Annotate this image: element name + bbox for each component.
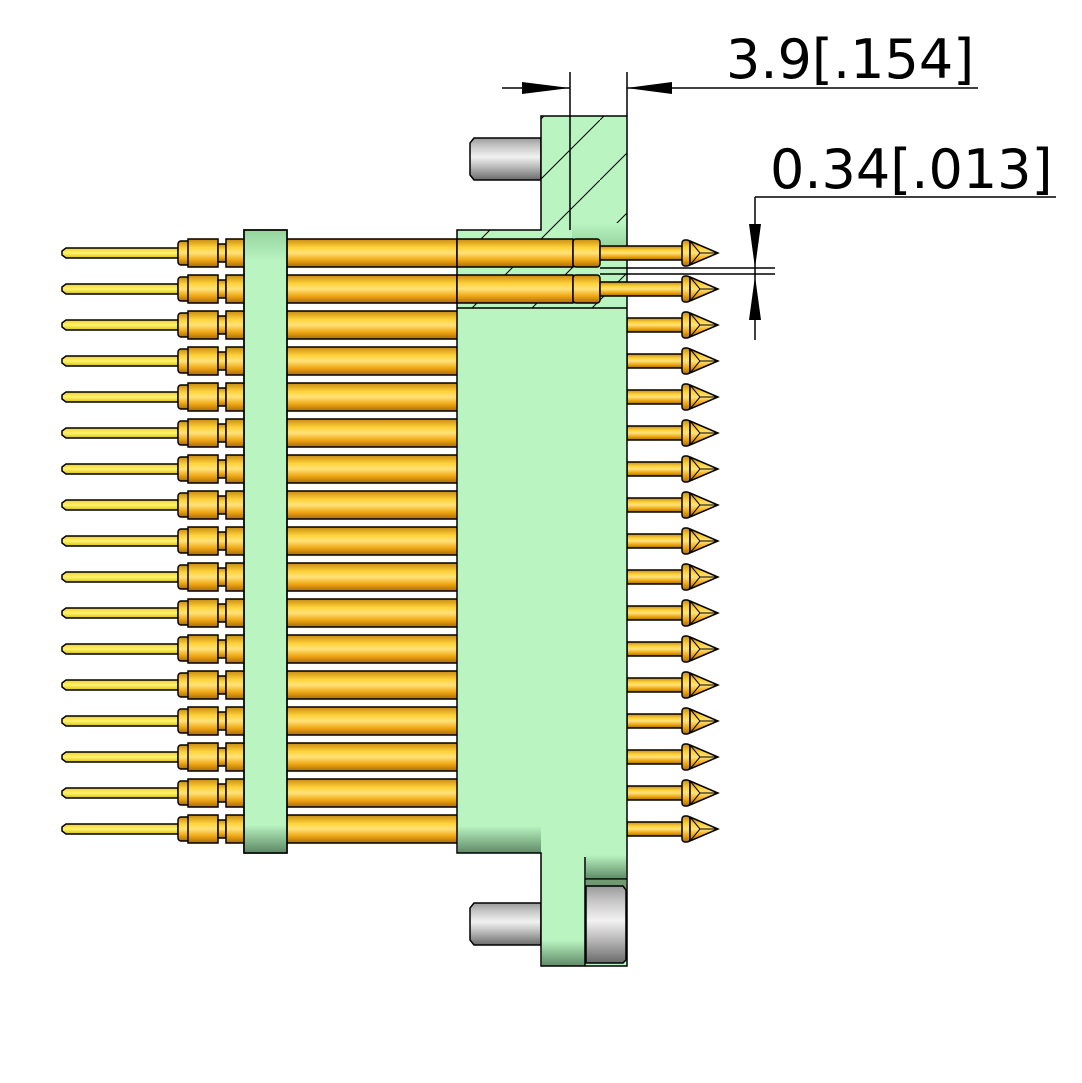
arrow-left-icon (627, 82, 672, 94)
guide-pin-bottom (469, 902, 542, 946)
pin (61, 490, 720, 520)
pin (61, 778, 720, 808)
pin (61, 598, 720, 628)
pin (61, 382, 720, 412)
pin (61, 562, 720, 592)
arrow-right-icon (522, 82, 570, 94)
dimension-label-width: 3.9[.154] (726, 28, 974, 91)
pin (61, 346, 720, 376)
pin (61, 454, 720, 484)
extended-pin (456, 274, 720, 304)
pin (61, 706, 720, 736)
pin-array (61, 238, 720, 844)
extended-pin-array (456, 238, 720, 304)
pin (61, 634, 720, 664)
guide-pin-top (469, 137, 542, 181)
pin (61, 742, 720, 772)
dimension-gap: 0.34[.013] (600, 138, 1056, 340)
dimension-label-gap: 0.34[.013] (770, 138, 1053, 201)
extended-pin (456, 238, 720, 268)
arrow-up-icon (749, 276, 761, 320)
pin (61, 274, 459, 304)
arrow-down-icon (749, 224, 761, 268)
retainer-plate (243, 229, 288, 854)
dimension-width: 3.9[.154] (502, 28, 978, 230)
pin (61, 418, 720, 448)
pin (61, 670, 720, 700)
